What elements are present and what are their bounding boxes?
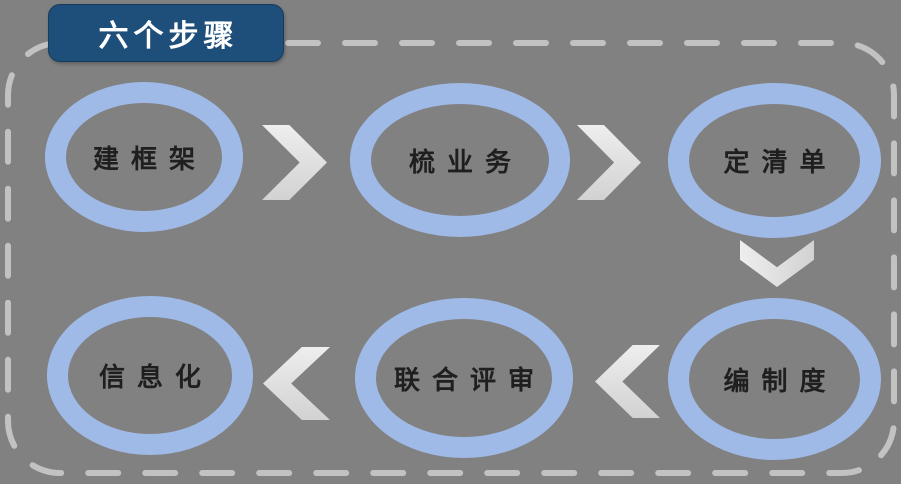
step-circle-build-framework: 建框架 xyxy=(45,82,243,232)
step-circle-informatization: 信息化 xyxy=(47,296,253,455)
step-circle-compile-rules: 编制度 xyxy=(668,298,881,460)
step-label: 梳业务 xyxy=(408,147,523,178)
step-circle-joint-review: 联合评审 xyxy=(355,298,573,458)
chevron-right-icon xyxy=(577,125,641,200)
step-label: 定清单 xyxy=(723,148,838,178)
chevron-right-icon xyxy=(262,125,327,200)
chevron-left-icon xyxy=(595,345,660,418)
step-circle-sort-business: 梳业务 xyxy=(350,83,570,237)
title-badge: 六个步骤 xyxy=(48,4,284,62)
chevron-down-icon xyxy=(740,240,814,287)
chevron-left-icon xyxy=(263,347,330,420)
title-badge-label: 六个步骤 xyxy=(98,19,239,54)
step-circle-define-checklist: 定清单 xyxy=(668,83,881,238)
step-label: 编制度 xyxy=(723,366,838,397)
step-label: 联合评审 xyxy=(393,365,546,396)
step-label: 信息化 xyxy=(98,363,213,393)
step-label: 建框架 xyxy=(92,144,207,175)
